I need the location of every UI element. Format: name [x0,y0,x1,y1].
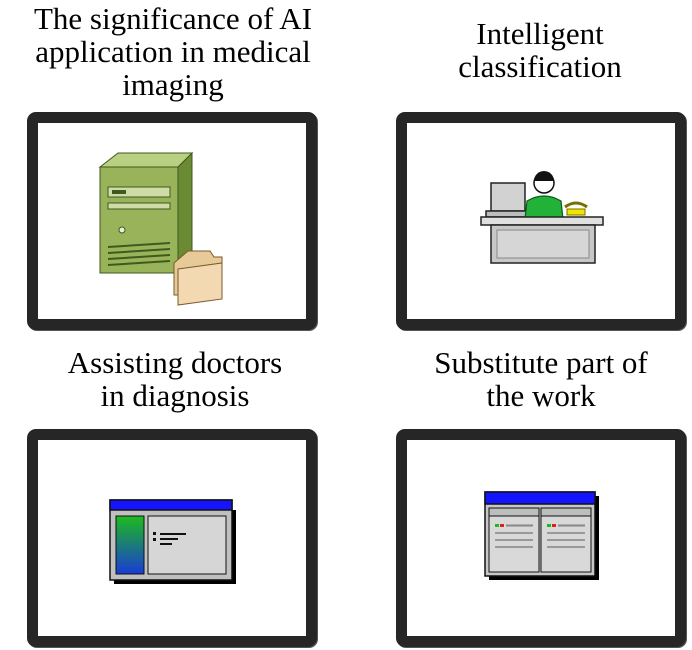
panel-frame-substitute [396,429,686,647]
split-document-window-icon [484,491,599,580]
panel-title-substitute: Substitute part of the work [434,345,648,413]
panel-frame-classification [396,112,686,330]
person-at-computer-desk-icon [480,171,604,264]
panel-title-assisting: Assisting doctors in diagnosis [67,345,283,413]
panel-frame-significance [27,112,317,330]
application-window-icon [109,499,236,584]
panel-title-classification: Intelligent classification [458,16,622,84]
panel-frame-assisting [27,429,317,647]
server-with-folder-icon [98,151,223,306]
panel-title-significance: The significance of AI application in me… [33,1,313,102]
